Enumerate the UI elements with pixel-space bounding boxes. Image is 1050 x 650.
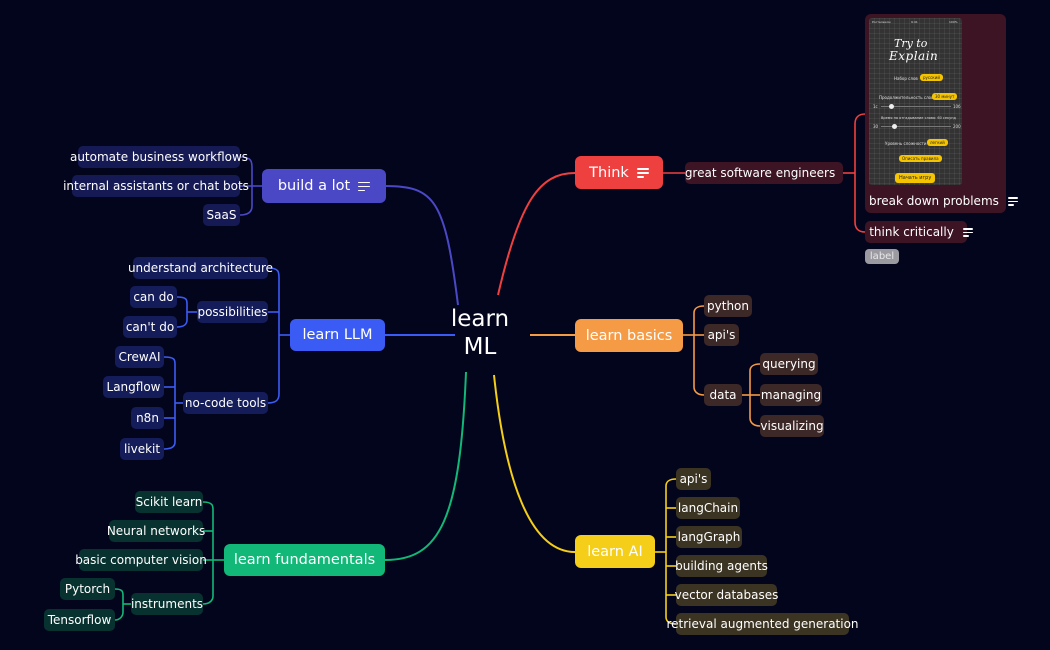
- topic-learn-basics[interactable]: learn basics: [575, 319, 683, 352]
- notes-icon[interactable]: [636, 168, 649, 178]
- topic-learn-ai[interactable]: learn AI: [575, 535, 655, 568]
- subtopic-tensorflow[interactable]: Tensorflow: [44, 609, 115, 631]
- subtopic-understand-architecture[interactable]: understand architecture: [128, 257, 273, 279]
- phone-slider1-knob: [889, 104, 894, 109]
- phone-slider2-min: 30: [873, 124, 879, 129]
- subtopic-n8n[interactable]: n8n: [131, 407, 164, 429]
- subtopic-vector-databases[interactable]: vector databases: [675, 584, 778, 606]
- subtopic-neural-networks[interactable]: Neural networks: [107, 520, 205, 542]
- phone-round-label: Продолжительность слова: [879, 95, 936, 100]
- topic-build-a-lot[interactable]: build a lot: [262, 169, 386, 203]
- subtopic-managing[interactable]: managing: [760, 384, 822, 406]
- topic-build-a-lot-label: build a lot: [277, 178, 351, 194]
- subtopic-break-down-problems-row: break down problems: [869, 194, 1018, 208]
- subtopic-instruments[interactable]: instruments: [131, 593, 203, 615]
- topic-learn-llm-label: learn LLM: [302, 327, 373, 343]
- subtopic-data[interactable]: data: [704, 384, 742, 406]
- subtopic-basic-computer-vision[interactable]: basic computer vision: [75, 549, 207, 571]
- subtopic-building-agents[interactable]: building agents: [675, 555, 768, 577]
- topic-learn-basics-label: learn basics: [585, 327, 673, 344]
- phone-slider2-knob: [892, 124, 897, 129]
- subtopic-think-critically-label: think critically: [869, 225, 954, 239]
- phone-time-label: Время на отгадывание слова: 60 секунд: [881, 116, 956, 120]
- subtopic-retrieval-augmented-generation[interactable]: retrieval augmented generation: [666, 613, 859, 635]
- subtopic-ai-apis[interactable]: api's: [676, 468, 711, 490]
- phone-difficulty-value: легкий: [927, 139, 948, 146]
- subtopic-no-code-tools[interactable]: no-code tools: [183, 392, 268, 414]
- topic-think[interactable]: Think: [575, 156, 663, 189]
- subtopic-pytorch[interactable]: Pytorch: [60, 578, 115, 600]
- subtopic-langgraph[interactable]: langGraph: [676, 526, 742, 548]
- topic-think-label: Think: [589, 164, 629, 181]
- phone-round-value: 30 минут: [932, 93, 958, 100]
- notes-icon[interactable]: [358, 181, 371, 191]
- subtopic-think-critically[interactable]: think critically: [865, 221, 973, 243]
- subtopic-break-down-problems-label: break down problems: [869, 194, 999, 208]
- notes-icon[interactable]: [1007, 197, 1018, 206]
- phone-difficulty-label: Уровень сложности: [885, 141, 927, 146]
- phone-status-time: 9:41: [911, 20, 918, 24]
- topic-learn-fundamentals[interactable]: learn fundamentals: [224, 544, 385, 576]
- phone-status-left: Ростелеком: [872, 20, 891, 24]
- subtopic-great-software-engineers-label: great software engineers: [684, 166, 836, 180]
- topic-learn-ai-label: learn AI: [587, 543, 643, 560]
- subtopic-livekit[interactable]: livekit: [120, 438, 164, 460]
- phone-word-set-value: русский: [920, 74, 943, 81]
- subtopic-cant-do[interactable]: can't do: [123, 316, 177, 338]
- phone-slider1-min: 1с: [873, 104, 878, 109]
- root-topic-line1: learn: [450, 306, 510, 332]
- subtopic-break-down-problems[interactable]: Ростелеком 9:41 100% Try to Explain Набо…: [865, 14, 1018, 213]
- phone-rules-button: Описать правила: [899, 155, 942, 162]
- phone-title-line1: Try to: [894, 37, 928, 50]
- topic-learn-fundamentals-label: learn fundamentals: [233, 552, 376, 568]
- subtopic-scikit-learn[interactable]: Scikit learn: [135, 491, 203, 513]
- subtopic-possibilities[interactable]: possibilities: [197, 301, 268, 323]
- phone-slider2-track: [881, 126, 951, 127]
- subtopic-saas[interactable]: SaaS: [203, 204, 240, 226]
- subtopic-great-software-engineers[interactable]: great software engineers: [685, 162, 843, 184]
- subtopic-langflow[interactable]: Langflow: [103, 376, 164, 398]
- phone-start-button: Начать игру: [895, 173, 936, 183]
- subtopic-langchain[interactable]: langChain: [676, 497, 740, 519]
- subtopic-can-do[interactable]: can do: [130, 286, 177, 308]
- phone-word-set-label: Набор слов: [894, 76, 918, 81]
- subtopic-querying[interactable]: querying: [760, 353, 818, 375]
- root-topic-line2: ML: [463, 334, 497, 360]
- label-chip[interactable]: label: [865, 249, 899, 264]
- subtopic-automate-business-workflows[interactable]: automate business workflows: [70, 146, 248, 168]
- topic-learn-llm[interactable]: learn LLM: [290, 319, 385, 351]
- phone-slider1-max: 10б: [953, 104, 961, 109]
- subtopic-basics-apis[interactable]: api's: [704, 324, 739, 346]
- phone-slider1-track: [881, 106, 951, 107]
- subtopic-internal-assistants[interactable]: internal assistants or chat bots: [63, 175, 249, 197]
- phone-status-battery: 100%: [949, 20, 958, 24]
- phone-screenshot-image: Ростелеком 9:41 100% Try to Explain Набо…: [869, 18, 962, 185]
- root-topic[interactable]: learn ML: [440, 305, 520, 365]
- subtopic-visualizing[interactable]: visualizing: [760, 415, 824, 437]
- phone-title-line2: Explain: [889, 49, 939, 63]
- subtopic-python[interactable]: python: [704, 295, 752, 317]
- subtopic-crewai[interactable]: CrewAI: [115, 346, 164, 368]
- phone-slider2-max: 200: [953, 124, 961, 129]
